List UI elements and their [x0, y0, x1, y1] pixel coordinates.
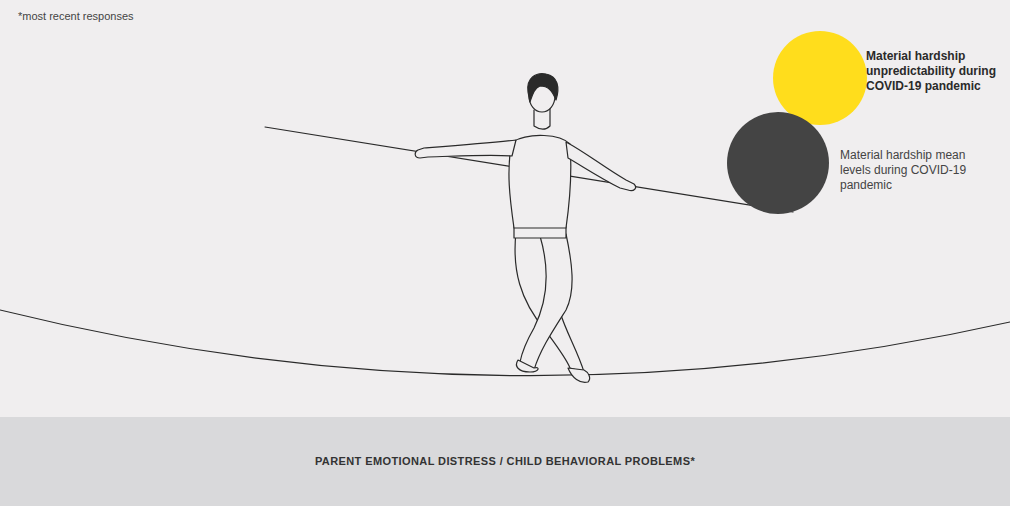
outcome-band: PARENT EMOTIONAL DISTRESS / CHILD BEHAVI… [0, 417, 1010, 506]
circle-shape [773, 31, 869, 127]
tightrope [0, 310, 1010, 376]
walker-figure [415, 74, 635, 383]
circle-fill [727, 112, 829, 214]
hardship-unpredictability-circle: Material hardship unpredictability durin… [773, 31, 1009, 131]
band-label: PARENT EMOTIONAL DISTRESS / CHILD BEHAVI… [315, 455, 695, 469]
footnote-label: *most recent responses [18, 10, 134, 22]
circle-label: Material hardship unpredictability durin… [866, 49, 1004, 94]
circle-shape [727, 112, 831, 216]
circle-fill [773, 31, 867, 125]
hardship-mean-circle: Material hardship mean levels during COV… [727, 112, 1007, 216]
circle-label: Material hardship mean levels during COV… [840, 148, 990, 193]
